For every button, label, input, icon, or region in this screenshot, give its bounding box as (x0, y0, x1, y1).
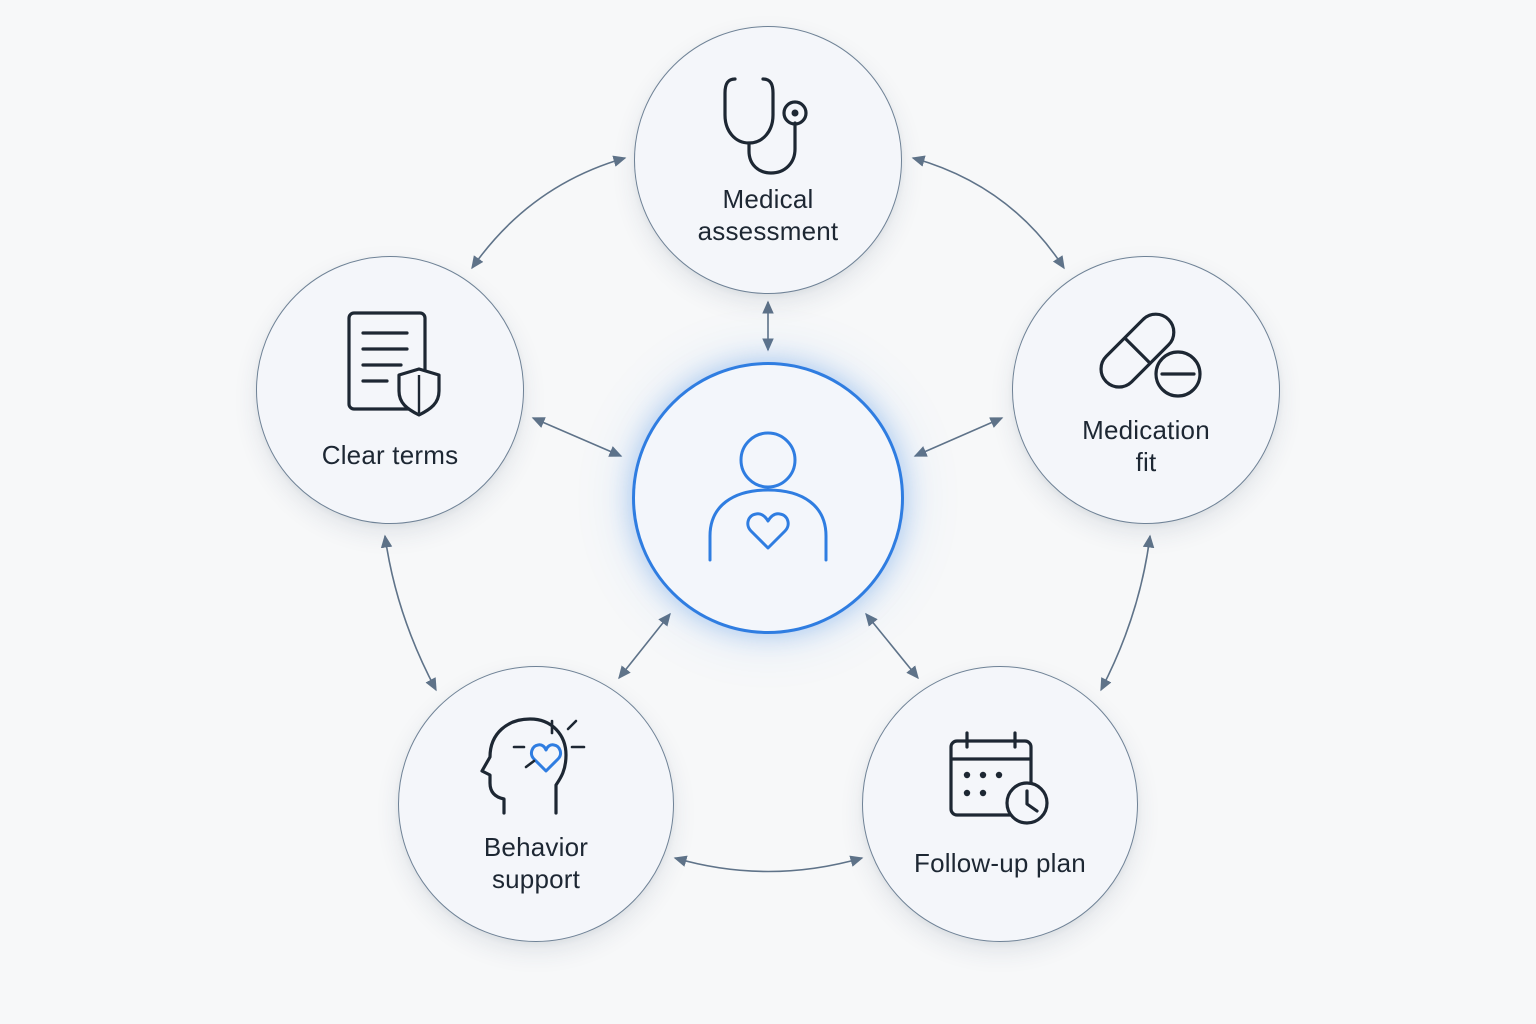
node-label-medical-assessment: Medical assessment (697, 184, 839, 246)
arrow-medical-medication (911, 155, 1065, 270)
node-follow-up-plan: Follow-up plan (862, 666, 1138, 942)
node-label-medication-fit: Medication fit (1082, 415, 1210, 477)
node-label-clear-terms: Clear terms (321, 440, 459, 470)
arrow-medication-followup (1100, 534, 1155, 692)
arrow-center-followup (865, 612, 919, 680)
arrow-behavior-clear-terms (380, 534, 437, 692)
center-patient-node (632, 362, 904, 634)
node-label-behavior-support: Behavior support (483, 832, 589, 894)
arrow-center-behavior (618, 612, 671, 680)
node-behavior-support: Behavior support (398, 666, 674, 942)
node-medical-assessment: Medical assessment (634, 26, 902, 294)
document-shield-icon (347, 311, 441, 417)
node-clear-terms: Clear terms (256, 256, 524, 524)
arrow-followup-behavior (673, 855, 864, 873)
node-label-follow-up-plan: Follow-up plan (914, 848, 1086, 878)
arrow-clear-terms-medical (471, 155, 627, 270)
calendar-clock-icon (949, 731, 1049, 825)
head-heart-icon (480, 717, 586, 815)
stethoscope-icon (723, 77, 808, 175)
arrow-center-clear-terms (531, 417, 623, 457)
arrow-center-medication (913, 417, 1004, 457)
pill-icon (1099, 312, 1202, 398)
person-heart-icon (708, 431, 828, 562)
node-medication-fit: Medication fit (1012, 256, 1280, 524)
